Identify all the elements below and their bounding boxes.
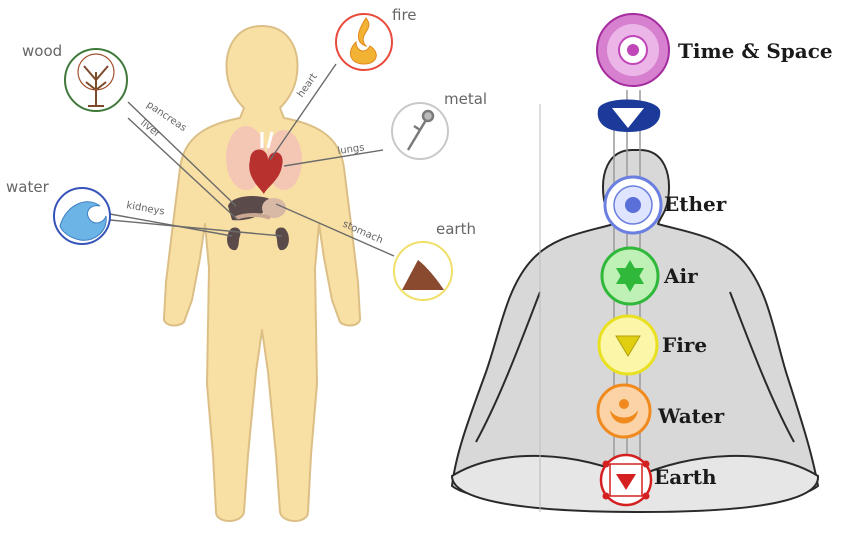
- label-metal: metal: [444, 90, 487, 108]
- human-body-silhouette: [164, 26, 360, 521]
- element-circle-wood: [65, 49, 127, 111]
- meditating-figure: [452, 104, 818, 512]
- left-panel: wood fire metal water earth pancreas liv…: [6, 6, 487, 521]
- right-panel: Time & Space Ether Air Fire Water Earth: [452, 14, 833, 512]
- element-circle-metal: [392, 103, 448, 159]
- label-liver: liver: [138, 118, 163, 141]
- label-water-chakra: Water: [657, 404, 725, 428]
- crown-band-shape: [598, 100, 661, 133]
- label-air: Air: [663, 264, 698, 288]
- element-circle-fire: [336, 14, 392, 70]
- chakra-ether: [605, 177, 661, 233]
- label-fire: fire: [392, 6, 417, 24]
- label-wood: wood: [22, 42, 62, 60]
- chakra-air: [602, 248, 658, 304]
- label-kidneys: kidneys: [125, 200, 165, 218]
- element-circle-earth: [394, 242, 452, 300]
- label-ether: Ether: [664, 192, 727, 216]
- label-water: water: [6, 178, 50, 196]
- label-lungs: lungs: [337, 142, 365, 157]
- label-heart: heart: [295, 72, 319, 100]
- chakra-core-icon: [625, 197, 641, 213]
- label-fire-chakra: Fire: [662, 333, 707, 357]
- chakra-water: [598, 385, 650, 437]
- chakra-time-space: [597, 14, 669, 86]
- label-time-space: Time & Space: [678, 39, 833, 63]
- chakra-earth: [601, 455, 651, 505]
- label-earth-chakra: Earth: [654, 465, 717, 489]
- label-earth: earth: [436, 220, 476, 238]
- element-circle-water: [54, 188, 110, 244]
- chakra-fire: [599, 316, 657, 374]
